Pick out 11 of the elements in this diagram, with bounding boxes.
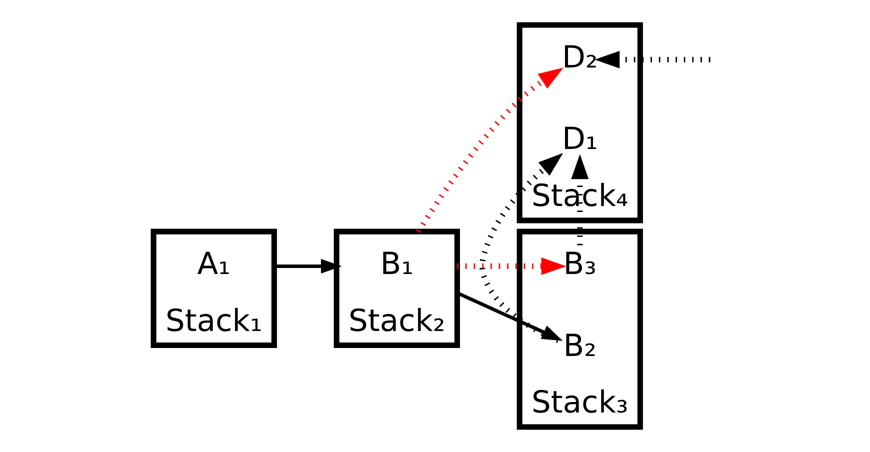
node-text: D₁ — [562, 122, 598, 158]
node-text: B₂ — [562, 328, 596, 364]
node-text: B₃ — [562, 246, 596, 282]
arrow — [456, 257, 566, 275]
node-text: B₁ — [380, 246, 413, 282]
arrow — [478, 152, 563, 343]
node-text: A₁ — [196, 246, 230, 282]
arrow — [274, 258, 342, 274]
arrow — [570, 154, 588, 246]
node-text: D₂ — [562, 40, 598, 76]
arrow — [416, 68, 563, 234]
